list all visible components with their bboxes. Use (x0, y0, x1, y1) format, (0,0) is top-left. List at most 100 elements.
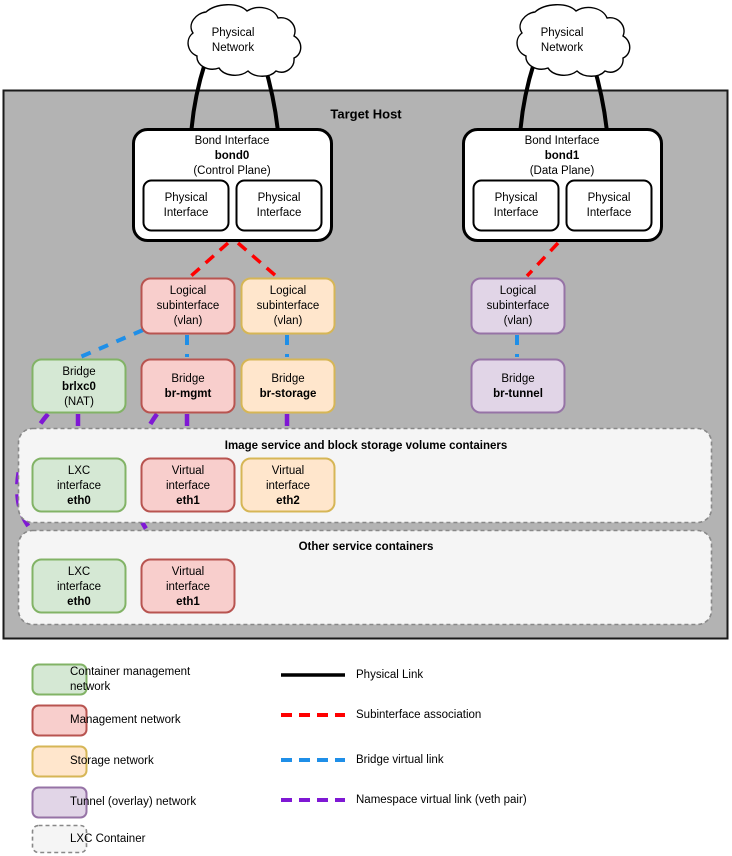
bridge-br-mgmt-name: br-mgmt (165, 388, 212, 400)
legend-storage-label: Storage network (70, 755, 154, 767)
bond0-nic-1 (142, 179, 230, 232)
cloud-right: Physical Network (516, 4, 631, 77)
legend-swatch-column: Container management network Management … (31, 663, 196, 854)
legend-container-management-swatch (31, 663, 88, 696)
c2-eth1-name: eth1 (176, 596, 200, 608)
subif-mgmt-line3: (vlan) (174, 315, 203, 327)
subinterface-link-bond0-storage (236, 241, 278, 278)
legend-container-management: Container management network (31, 663, 191, 696)
legend-tunnel: Tunnel (overlay) network (31, 786, 196, 819)
bridge-br-storage-box (240, 358, 336, 414)
bridge-br-mgmt-box (140, 358, 236, 414)
container-image-block: Image service and block storage volume c… (17, 427, 713, 524)
subinterface-link-bond1-tunnel (525, 241, 560, 278)
c1-eth2-line1: Virtual (272, 465, 304, 477)
bond0-label-line1: Bond Interface (195, 135, 270, 147)
c2-eth0-line1: LXC (68, 566, 90, 578)
subif-tunnel-line2: subinterface (487, 300, 550, 312)
c2-eth1-line2: interface (166, 581, 210, 593)
legend-subinterface-link: Subinterface association (281, 709, 481, 721)
bridge-br-storage: Bridge br-storage (240, 358, 336, 414)
legend-lxc-container-swatch (31, 824, 88, 854)
c1-interface-eth0-box (31, 457, 127, 513)
bridge-br-mgmt-line1: Bridge (171, 373, 204, 385)
legend-bridge-link-label: Bridge virtual link (356, 754, 444, 766)
cloud-left: Physical Network (187, 4, 302, 77)
logical-subinterface-storage: Logical subinterface (vlan) (240, 277, 336, 335)
bond1-nic-2-line2: Interface (587, 207, 632, 219)
c2-interface-eth0-box (31, 558, 127, 614)
c2-eth0-line2: interface (57, 581, 101, 593)
legend-container-management-label-line2: network (70, 681, 111, 693)
legend-management-label: Management network (70, 714, 181, 726)
subif-storage-line1: Logical (270, 285, 306, 297)
cloud-shape-left (187, 4, 302, 77)
subif-storage-line3: (vlan) (274, 315, 303, 327)
c1-eth2-line2: interface (266, 480, 310, 492)
c1-eth1-name: eth1 (176, 495, 200, 507)
legend-physical-link: Physical Link (281, 669, 423, 681)
legend-storage-swatch (31, 745, 88, 778)
c2-interface-eth1-box (140, 558, 236, 614)
legend-lxc-container: LXC Container (31, 824, 146, 854)
legend-subinterface-link-label: Subinterface association (356, 709, 481, 721)
bond1-label-line1: Bond Interface (525, 135, 600, 147)
c1-eth1-line1: Virtual (172, 465, 204, 477)
bond1-label-line3: (Data Plane) (530, 165, 595, 177)
bond1-nic-1-line1: Physical (495, 192, 538, 204)
container-other: Other service containers LXC interface e… (17, 529, 713, 626)
legend-physical-link-label: Physical Link (356, 669, 423, 681)
bond0-label-line3: (Control Plane) (193, 165, 271, 177)
cloud-left-label-line1: Physical (212, 27, 255, 39)
legend-namespace-link-label: Namespace virtual link (veth pair) (356, 794, 527, 806)
bridge-brlxc0-line3: (NAT) (64, 396, 94, 408)
bridge-br-tunnel-box (470, 358, 566, 414)
legend-bridge-link: Bridge virtual link (281, 754, 444, 766)
c1-eth0-name: eth0 (67, 495, 91, 507)
legend-tunnel-label: Tunnel (overlay) network (70, 796, 196, 808)
bridge-link-mgmt-subif-to-brlxc0 (77, 328, 144, 360)
legend-line-column: Physical Link Subinterface association B… (281, 669, 527, 806)
legend-container-management-label-line1: Container management (70, 666, 191, 678)
cloud-shape-right (516, 4, 631, 77)
container-image-block-title: Image service and block storage volume c… (225, 440, 508, 452)
c2-eth0-name: eth0 (67, 596, 91, 608)
bond-interface-bond0: Bond Interface bond0 (Control Plane) Phy… (132, 128, 333, 242)
legend-namespace-link: Namespace virtual link (veth pair) (281, 794, 527, 806)
bridge-br-tunnel: Bridge br-tunnel (470, 358, 566, 414)
c1-interface-eth1-box (140, 457, 236, 513)
bond0-nic-1-line2: Interface (164, 207, 209, 219)
subif-tunnel-box (470, 277, 566, 335)
c1-eth1-line2: interface (166, 480, 210, 492)
bridge-br-mgmt: Bridge br-mgmt (140, 358, 236, 414)
container-other-title: Other service containers (299, 541, 434, 553)
cloud-right-label-line1: Physical (541, 27, 584, 39)
subif-mgmt-line2: subinterface (157, 300, 220, 312)
bridge-br-storage-line1: Bridge (271, 373, 304, 385)
bridge-br-tunnel-name: br-tunnel (493, 388, 543, 400)
legend-tunnel-swatch (31, 786, 88, 819)
bond1-nic-2-line1: Physical (588, 192, 631, 204)
page-title: Target Host (330, 106, 402, 121)
bridge-brlxc0-line1: Bridge (62, 366, 95, 378)
legend-management-swatch (31, 704, 88, 737)
bridge-br-storage-name: br-storage (260, 388, 317, 400)
c1-interface-eth2-box (240, 457, 336, 513)
subif-tunnel-line1: Logical (500, 285, 536, 297)
subif-mgmt-line1: Logical (170, 285, 206, 297)
bond1-name: bond1 (545, 150, 580, 162)
bridge-brlxc0: Bridge brlxc0 (NAT) (31, 358, 127, 414)
subinterface-link-bond0-mgmt (189, 241, 230, 278)
c2-eth1-line1: Virtual (172, 566, 204, 578)
logical-subinterface-tunnel: Logical subinterface (vlan) (470, 277, 566, 335)
bond0-nic-2 (235, 179, 323, 232)
bond1-nic-1 (472, 179, 560, 232)
bond0-nic-2-line1: Physical (258, 192, 301, 204)
bond1-nic-1-line2: Interface (494, 207, 539, 219)
cloud-left-label-line2: Network (212, 42, 254, 54)
bond0-name: bond0 (215, 150, 250, 162)
bond-interface-bond1: Bond Interface bond1 (Data Plane) Physic… (462, 128, 663, 242)
legend-management: Management network (31, 704, 181, 737)
bond1-nic-2 (565, 179, 653, 232)
